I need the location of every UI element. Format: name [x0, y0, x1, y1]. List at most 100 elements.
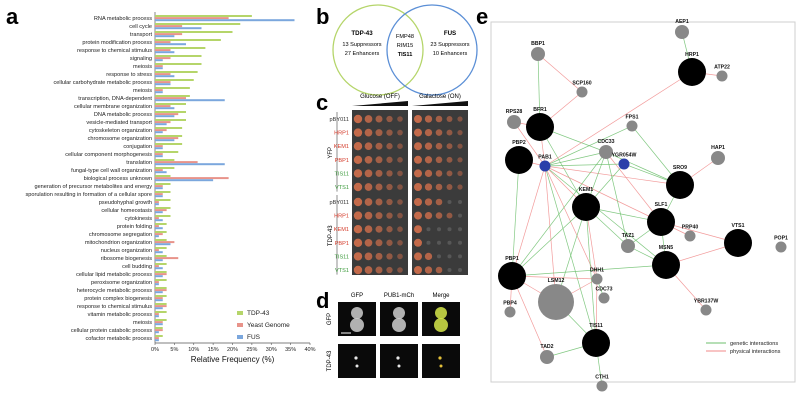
colony-spot-glucose [375, 142, 383, 150]
network-node [539, 160, 551, 172]
colony-spot-glucose [375, 169, 383, 177]
bar-fus [155, 115, 175, 118]
micro-column-label: PUB1-mCh [384, 293, 414, 299]
bar-tdp-43 [155, 79, 194, 81]
cell-focus [397, 364, 401, 368]
network-node [598, 292, 610, 304]
colony-spot-galactose [458, 240, 462, 245]
network-node [724, 229, 752, 257]
cell-focus [354, 356, 358, 360]
strain-label: pBY011 [330, 200, 350, 206]
bar-tdp-43 [155, 223, 167, 225]
bar-tdp-43 [155, 127, 183, 129]
network-edge [511, 275, 598, 280]
network-node [621, 239, 635, 253]
plate-galactose [412, 110, 468, 275]
bar-yeast-genome [155, 193, 163, 196]
colony-spot-galactose [458, 200, 462, 204]
category-label: generation of precursor metabolites and … [34, 184, 152, 190]
bar-yeast-genome [155, 49, 171, 52]
spot-assay: Glucose (OFF)Galactose (ON)YFPpBY011HRP1… [328, 94, 468, 275]
colony-spot-glucose [364, 115, 373, 123]
strain-label: VTS1 [335, 268, 349, 274]
colony-spot-galactose [446, 170, 453, 177]
bar-fus [155, 163, 225, 166]
bar-fus [155, 307, 163, 310]
legend-swatch [237, 335, 243, 339]
network-edge [511, 264, 667, 277]
network-edge [544, 71, 693, 167]
bar-fus [155, 91, 163, 94]
colony-spot-galactose [458, 227, 462, 232]
node-label: PBP2 [512, 140, 526, 146]
node-label: ATP22 [714, 65, 730, 71]
venn-overlap-gene: RIM15 [397, 43, 413, 49]
colony-spot-glucose [364, 238, 373, 247]
x-tick-label: 25% [246, 347, 257, 353]
category-label: transport [130, 32, 153, 38]
node-label: YBR137W [694, 299, 719, 305]
venn-right-line1: 23 Suppressors [430, 42, 469, 48]
colony-spot-glucose [397, 170, 403, 177]
bar-fus [155, 291, 163, 294]
bar-tdp-43 [155, 95, 190, 97]
network-node [576, 86, 588, 98]
bar-tdp-43 [155, 279, 167, 281]
bar-fus [155, 187, 163, 190]
colony-spot-galactose [414, 115, 422, 123]
node-label: FPS1 [626, 115, 639, 121]
category-label: response to stress [106, 72, 152, 78]
colony-spot-glucose [397, 212, 403, 219]
network-edge [544, 165, 681, 186]
bar-fus [155, 227, 163, 230]
colony-spot-galactose [424, 198, 433, 206]
node-label: CTH1 [595, 375, 609, 381]
network-edge [544, 163, 625, 167]
plate-glucose [352, 110, 408, 275]
venn-overlap-gene: TIS11 [398, 52, 413, 58]
colony-spot-galactose [437, 227, 441, 232]
colony-spot-galactose [424, 211, 433, 220]
x-tick-label: 40% [304, 347, 315, 353]
venn-circle-right [386, 4, 478, 96]
colony-spot-glucose [386, 226, 393, 233]
venn-left-line1: 13 Suppressors [342, 42, 381, 48]
bar-fus [155, 211, 163, 214]
x-tick-label: 20% [227, 347, 238, 353]
colony-spot-glucose [386, 266, 393, 274]
node-label: SLF1 [655, 202, 668, 208]
bar-fus [155, 203, 159, 206]
bar-tdp-43 [155, 311, 167, 313]
category-label: response to chemical stimulus [77, 304, 152, 310]
category-label: vitamin metabolic process [88, 312, 153, 318]
network-edge [511, 275, 548, 358]
legend-label: TDP-43 [247, 310, 270, 317]
strain-label: TIS11 [334, 254, 349, 260]
colony-spot-glucose [397, 129, 403, 136]
node-label: PRP40 [682, 225, 699, 231]
category-label: heterocycle metabolic process [77, 288, 152, 294]
category-label: cofactor metabolic process [85, 336, 152, 342]
category-label: cellular homeostasis [101, 208, 152, 214]
category-label: protein folding [117, 224, 152, 230]
bar-yeast-genome [155, 281, 159, 284]
colony-spot-galactose [424, 266, 433, 274]
category-label: response to chemical stimulus [77, 48, 152, 54]
bar-yeast-genome [155, 65, 163, 68]
legend-label: physical interactions [730, 349, 781, 355]
colony-spot-glucose [397, 184, 403, 190]
network-edge [544, 151, 607, 167]
bar-tdp-43 [155, 327, 163, 329]
colony-spot-galactose [446, 129, 453, 136]
colony-spot-galactose [447, 227, 452, 232]
colony-spot-glucose [397, 267, 403, 273]
venn-right-line2: 10 Enhancers [433, 51, 468, 57]
bar-fus [155, 243, 171, 246]
colony-spot-glucose [375, 129, 383, 137]
bar-fus [155, 107, 175, 110]
bar-yeast-genome [155, 257, 179, 260]
bar-fus [155, 51, 175, 54]
bar-yeast-genome [155, 17, 229, 20]
colony-spot-galactose [414, 198, 422, 206]
bar-fus [155, 339, 159, 342]
